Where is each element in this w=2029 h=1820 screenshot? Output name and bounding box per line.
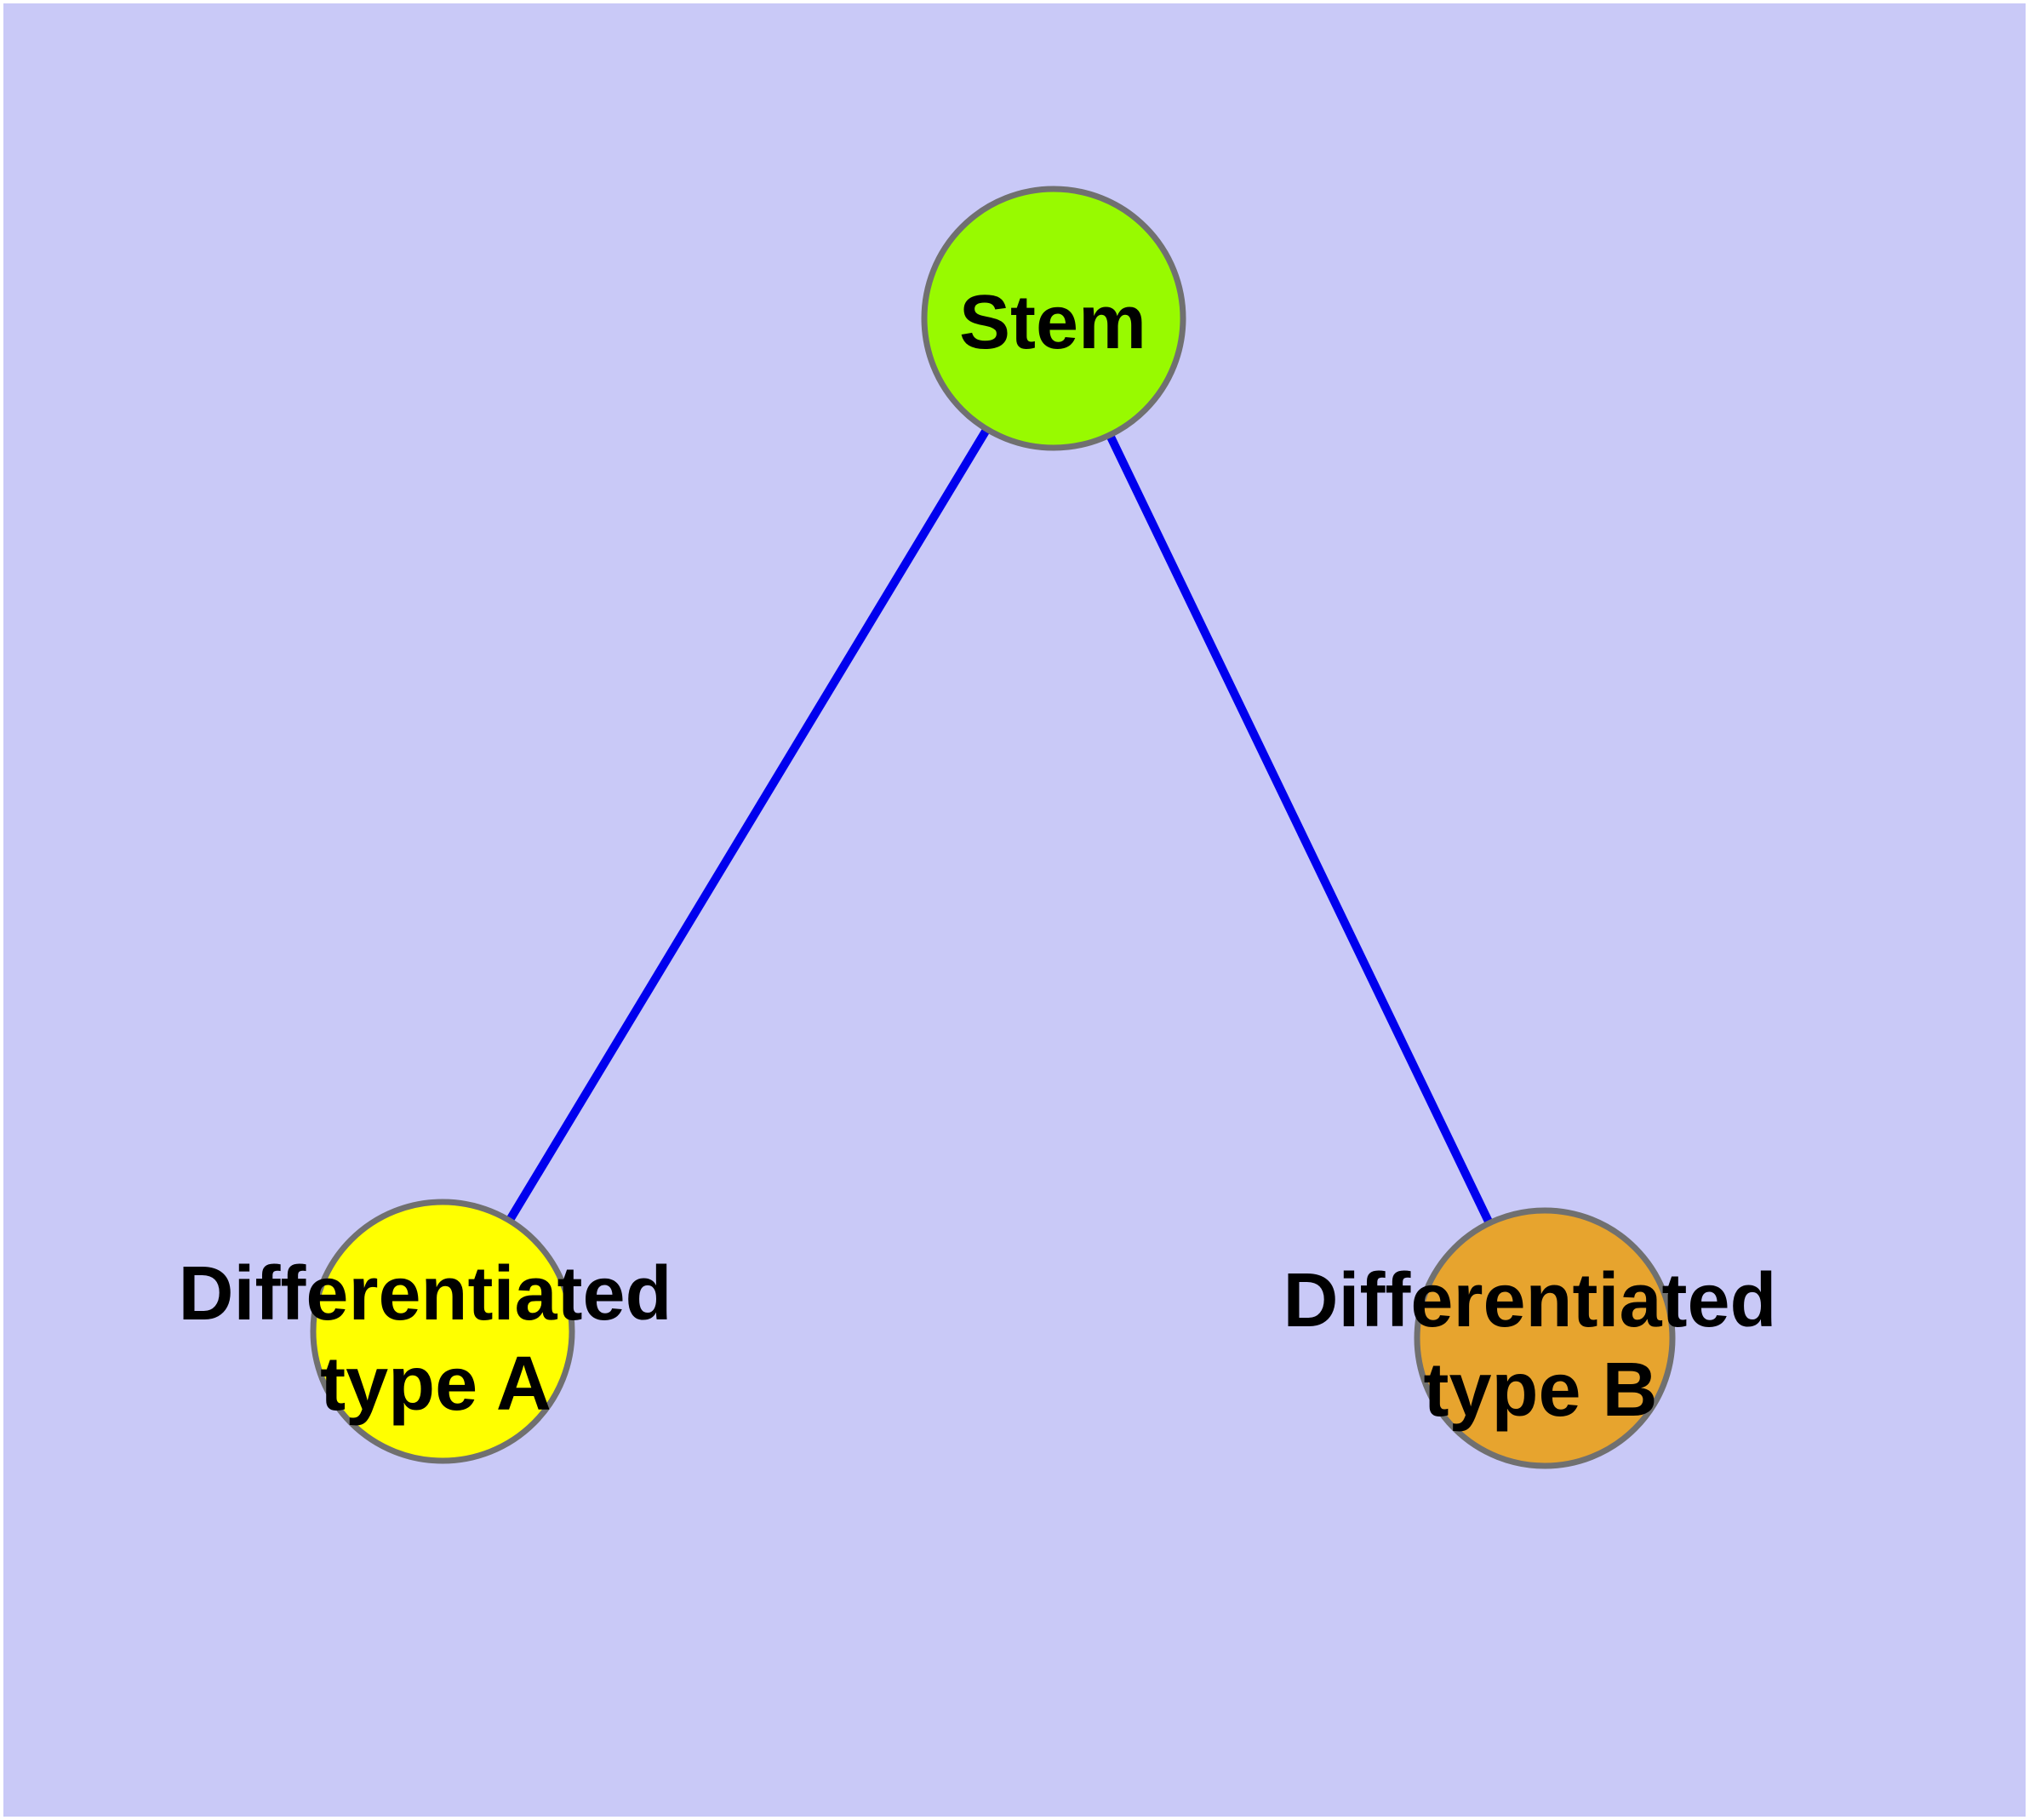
node-stem-label: Stem [959,280,1146,365]
edge-stem-to-type-b [1049,316,1549,1341]
node-differentiated-type-b-label: Differentiated type B [1283,1258,1798,1433]
node-differentiated-type-b-label-line1: Differentiated [1283,1258,1776,1343]
node-differentiated-type-a-label: Differentiated type A [178,1251,693,1427]
node-stem [921,186,1186,451]
node-differentiated-type-b [1414,1207,1676,1469]
node-differentiated-type-a-label-line1: Differentiated [178,1251,672,1336]
edge-stem-to-type-a [438,316,1058,1334]
node-differentiated-type-a-label-line2: type A [320,1342,552,1427]
node-differentiated-type-b-label-line2: type B [1423,1348,1657,1433]
node-differentiated-type-a [310,1199,575,1464]
